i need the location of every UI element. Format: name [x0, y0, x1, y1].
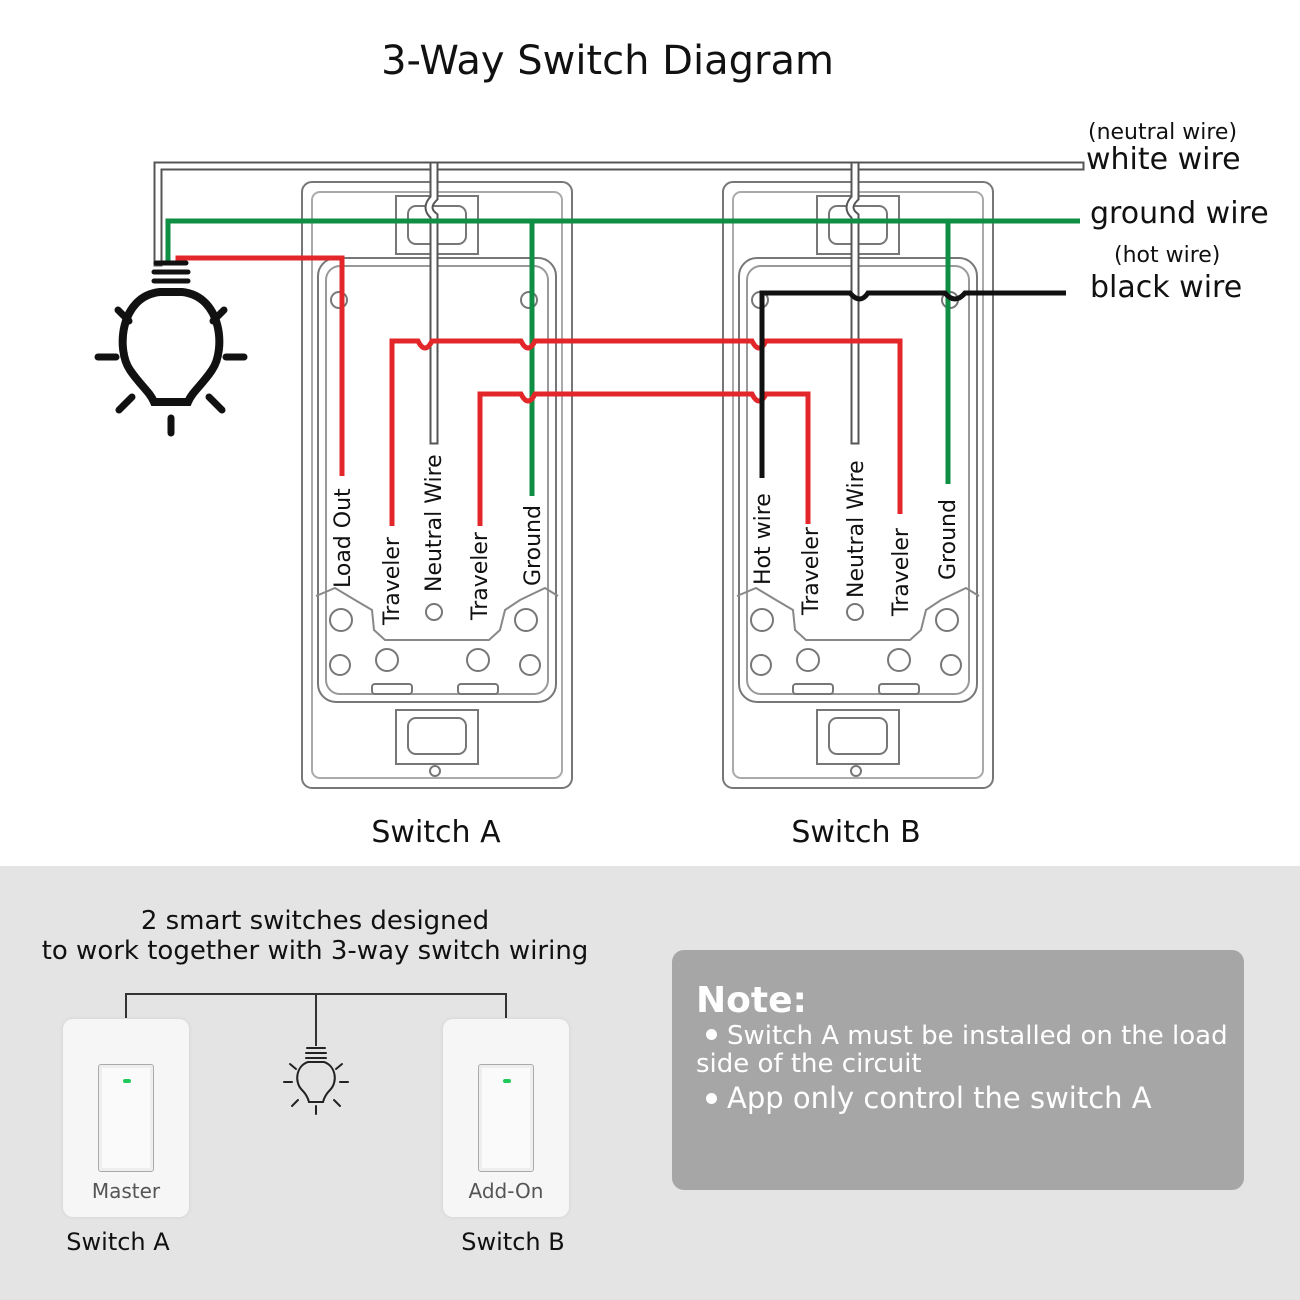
ground-wire-label: ground wire	[1090, 196, 1269, 231]
ground-wire	[165, 218, 1080, 496]
hot-wire	[759, 290, 1066, 478]
terminal-label-neutral-wire: Neutral Wire	[844, 460, 869, 598]
terminal-label-traveler: Traveler	[380, 536, 405, 626]
description-line-1: 2 smart switches designed	[140, 906, 490, 936]
description: 2 smart switches designed to work togeth…	[20, 906, 610, 966]
neutral-wire-note: (neutral wire)	[1088, 120, 1238, 145]
small-bulb-icon	[283, 1047, 349, 1115]
black-wire-label: black wire	[1090, 270, 1243, 305]
terminal-label-ground: Ground	[936, 499, 961, 580]
terminal-label-load-out: Load Out	[331, 488, 356, 588]
bottom-switch-a-caption: Switch A	[66, 1228, 170, 1256]
white-wire	[153, 161, 1085, 445]
note-title: Note:	[696, 980, 807, 1021]
master-label: Master	[91, 1179, 161, 1203]
terminal-label-hot-wire: Hot wire	[751, 493, 776, 585]
bullet-icon	[706, 1029, 717, 1040]
bullet-icon	[706, 1092, 717, 1104]
note-item: App only control the switch A	[696, 1081, 1236, 1115]
status-led	[123, 1079, 131, 1083]
switch-a-caption: Switch A	[371, 815, 501, 850]
terminal-label-traveler: Traveler	[468, 531, 493, 621]
switch-b-caption: Switch B	[791, 815, 921, 850]
master-switch: Master	[63, 1019, 189, 1217]
wiring-diagram: Load Out Traveler Neutral Wire Traveler …	[94, 161, 1085, 789]
switch-a-terminal-labels: Load Out Traveler Neutral Wire Traveler …	[331, 454, 546, 626]
status-led	[503, 1079, 511, 1083]
white-wire-label: white wire	[1086, 142, 1241, 177]
addon-label: Add-On	[468, 1179, 544, 1203]
note-item-text: App only control the switch A	[727, 1081, 1152, 1115]
description-line-2: to work together with 3-way switch wirin…	[41, 936, 589, 966]
light-bulb-icon	[94, 260, 248, 437]
bottom-panel: 2 smart switches designed to work togeth…	[0, 866, 1300, 1300]
bottom-switch-b-caption: Switch B	[461, 1228, 565, 1256]
terminal-label-traveler: Traveler	[799, 526, 824, 616]
terminal-label-ground: Ground	[521, 505, 546, 586]
page-title: 3-Way Switch Diagram	[381, 38, 834, 84]
terminal-label-neutral-wire: Neutral Wire	[422, 454, 447, 592]
mini-wiring	[125, 993, 507, 1115]
addon-paddle[interactable]	[478, 1064, 534, 1172]
hot-wire-note: (hot wire)	[1114, 243, 1221, 268]
load-out-wire	[175, 255, 345, 476]
master-paddle[interactable]	[98, 1064, 154, 1172]
note-box: Note: Switch A must be installed on the …	[672, 950, 1244, 1190]
switch-b-terminal-labels: Hot wire Traveler Neutral Wire Traveler …	[751, 460, 961, 617]
terminal-label-traveler: Traveler	[889, 527, 914, 617]
note-item-text: Switch A must be installed on the load s…	[696, 1021, 1228, 1079]
note-item: Switch A must be installed on the load s…	[696, 1022, 1236, 1078]
addon-switch: Add-On	[443, 1019, 569, 1217]
